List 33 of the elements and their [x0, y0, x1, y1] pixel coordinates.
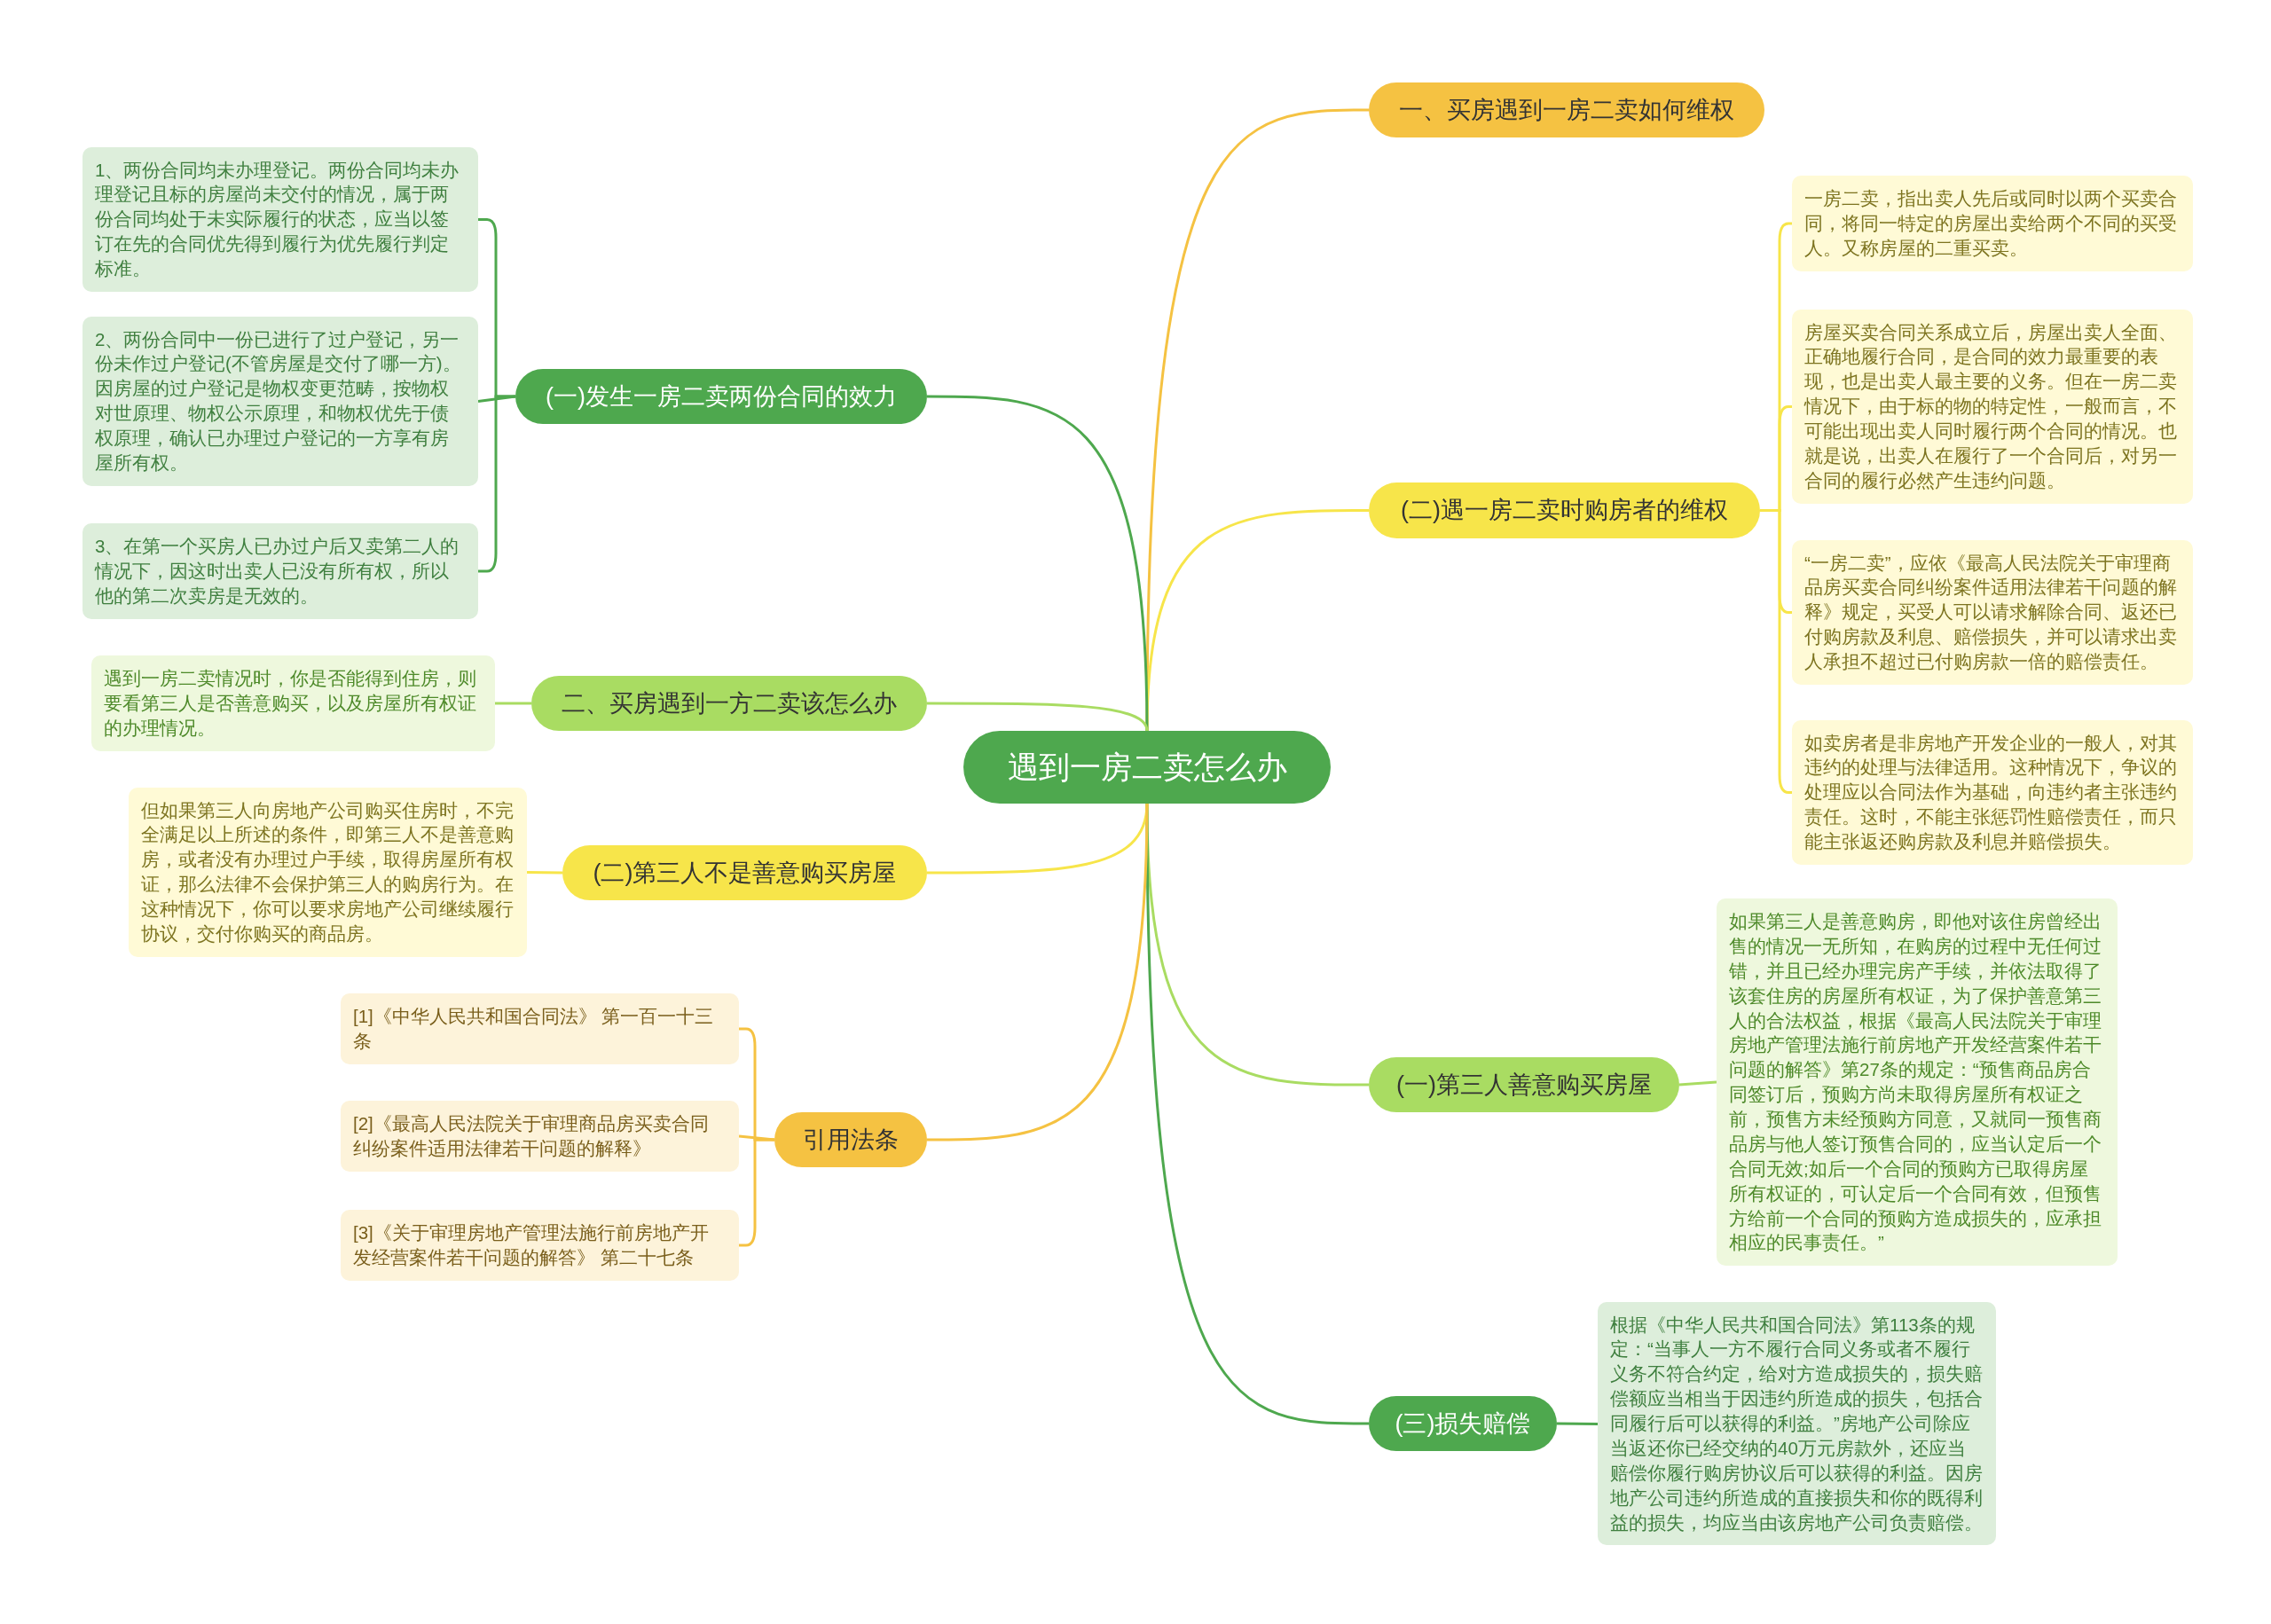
branch-topic: (二)遇一房二卖时购房者的维权: [1369, 482, 1760, 538]
branch-topic: (一)第三人善意购买房屋: [1369, 1057, 1679, 1112]
note-card: [1]《中华人民共和国合同法》 第一百一十三条: [341, 993, 739, 1064]
note-card: “一房二卖”，应依《最高人民法院关于审理商品房买卖合同纠纷案件适用法律若干问题的解释》规定，买受人可以请求解除合同、返还已付购房款及利息、赔偿损失，并可以请求出卖人承担不超过已付购房款一倍的赔偿责任。: [1792, 539, 2193, 685]
connector-line: [1557, 1422, 1598, 1425]
note-card: 房屋买卖合同关系成立后，房屋出卖人全面、正确地履行合同，是合同的效力最重要的表现，也是出卖人最主要的义务。但在一房二卖情况下，由于标的物的特定性，一般而言，不可能出现出卖人同时履行两个合同的情况。也就是说，出卖人在履行了一个合同后，对另一合同的履行必然产生违约问题。: [1792, 309, 2193, 504]
connector-line: [1145, 509, 1369, 732]
branch-topic: (二)第三人不是善意购买房屋: [562, 845, 927, 900]
branch-topic: (一)发生一房二卖两份合同的效力: [515, 369, 927, 424]
note-card: 2、两份合同中一份已进行了过户登记，另一份未作过户登记(不管房屋是交付了哪一方)。因房屋的过户登记是物权变更范畴，按物权对世原理、物权公示原理，和物权优先于债权原理，确认已办理过户登记的一方享有房屋所有权。: [83, 316, 478, 486]
note-card: 1、两份合同均未办理登记。两份合同均未办理登记且标的房屋尚未交付的情况，属于两份合同均处于未实际履行的状态，应当以签订在先的合同优先得到履行为优先履行判定标准。: [83, 146, 478, 292]
note-card: 3、在第一个买房人已办过户后又卖第二人的情况下，因这时出卖人已没有所有权，所以他的第二次卖房是无效的。: [83, 523, 478, 619]
branch-topic: 引用法条: [774, 1112, 927, 1167]
connector-line: [927, 702, 1149, 732]
branch-topic: 一、买房遇到一房二卖如何维权: [1369, 82, 1764, 137]
note-card: 根据《中华人民共和国合同法》第113条的规定：“当事人一方不履行合同义务或者不履行义务不符合约定，给对方造成损失的，损失赔偿额应当相当于因违约所造成的损失，包括合同履行后可以获得的利益。”房地产公司除应当返还你已经交纳的40万元房款外，还应当赔偿你履行购房协议后可以获得的利益。因房地产公司违约所造成的直接损失和你的既得利益的损失，均应当由该房地产公司负责赔偿。: [1598, 1301, 1996, 1546]
connector-line: [1145, 804, 1369, 1425]
note-card: 一房二卖，指出卖人先后或同时以两个买卖合同，将同一特定的房屋出卖给两个不同的买受人。又称房屋的二重买卖。: [1792, 176, 2193, 271]
connector-line: [927, 803, 1149, 1142]
branch-topic: 二、买房遇到一方二卖该怎么办: [531, 676, 927, 731]
note-card: 如卖房者是非房地产开发企业的一般人，对其违约的处理与法律适用。这种情况下，争议的处理应以合同法作为基础，向违约者主张违约责任。这时，不能主张惩罚性赔偿责任，而只能主张返还购房款及利息并赔偿损失。: [1792, 719, 2193, 865]
connector-line: [738, 1134, 775, 1142]
connector-line: [526, 871, 563, 875]
central-topic: 遇到一房二卖怎么办: [963, 731, 1331, 804]
note-card: 遇到一房二卖情况时，你是否能得到住房，则要看第三人是否善意购买，以及房屋所有权证的办理情况。: [91, 655, 495, 751]
branch-topic: (三)损失赔偿: [1369, 1396, 1557, 1451]
connector-line: [1678, 1080, 1717, 1087]
note-card: 但如果第三人向房地产公司购买住房时，不完全满足以上所述的条件，即第三人不是善意购房，或者没有办理过户手续，取得房屋所有权证，那么法律不会保护第三人的购房行为。在这种情况下，你可以要求房地产公司继续履行协议，交付你购买的商品房。: [129, 787, 527, 957]
note-card: 如果第三人是善意购房，即他对该住房曾经出售的情况一无所知，在购房的过程中无任何过错，并且已经办理完房产手续，并依法取得了该套住房的房屋所有权证，为了保护善意第三人的合法权益，根据《最高人民法院关于审理房地产管理法施行前房地产开发经营案件若干问题的解答》第27条的规定：“预售商品房合同签订后，预购方尚未取得房屋所有权证之前，预售方未经预购方同意，又就同一预售商品房与他人签订预售合同的，应当认定后一个合同无效;如后一个合同的预购方已取得房屋所有权证的，可认定后一个合同有效，但预售方给前一个合同的预购方造成损失的，应承担相应的民事责任。”: [1717, 898, 2118, 1267]
connector-line: [495, 702, 531, 705]
note-card: [3]《关于审理房地产管理法施行前房地产开发经营案件若干问题的解答》 第二十七条: [341, 1210, 739, 1281]
connector-line: [478, 395, 515, 573]
note-card: [2]《最高人民法院关于审理商品房买卖合同纠纷案件适用法律若干问题的解释》: [341, 1101, 739, 1172]
